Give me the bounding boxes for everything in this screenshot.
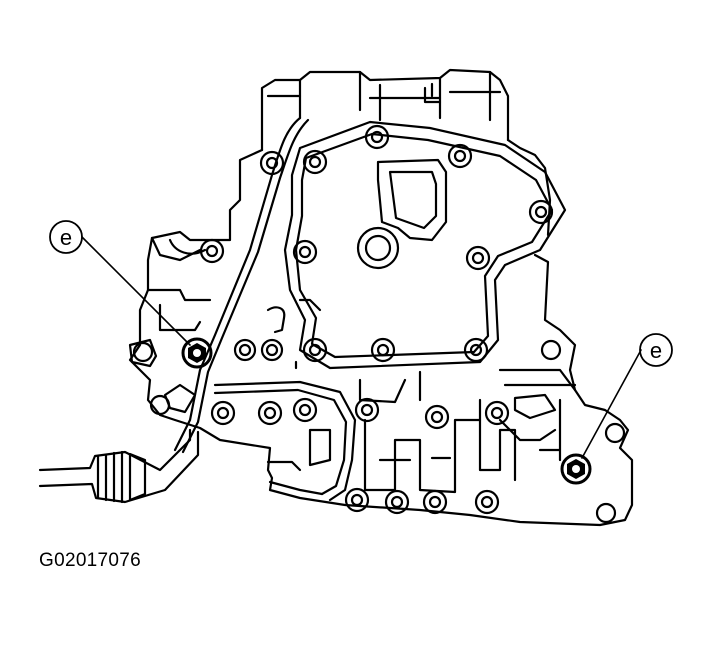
bolt-icon [384, 489, 410, 515]
callout-label-right: e [650, 338, 662, 363]
bolt-icon [257, 400, 283, 426]
valve-body-outline [128, 138, 634, 527]
bolt-icon [474, 489, 500, 515]
bolt-icon [540, 339, 562, 361]
bolt-icon [424, 404, 450, 430]
bolt-icon [302, 337, 328, 363]
bolt-icon [595, 502, 617, 524]
bolt-e-left-icon [181, 337, 213, 369]
gasket-channel [283, 120, 567, 370]
wiring-connector [38, 428, 200, 504]
bolt-icon [233, 338, 257, 362]
bolt-icon [292, 239, 318, 265]
left-side-details [128, 238, 286, 414]
bolt-icon [484, 400, 510, 426]
lower-plate-passages [266, 298, 562, 494]
bolt-icon [604, 422, 626, 444]
bolt-icon [422, 489, 448, 515]
bolt-e-right-icon [560, 453, 592, 485]
bolts [132, 124, 626, 524]
bolt-icon [364, 124, 390, 150]
bolt-icon [259, 150, 285, 176]
bolt-icon [149, 394, 171, 416]
bolt-icon [528, 199, 554, 225]
callout-circle-right [639, 333, 673, 367]
bolt-icon [447, 143, 473, 169]
bolt-icon [302, 149, 328, 175]
figure-code: G02017076 [39, 550, 142, 571]
callout-circle-left [49, 220, 83, 254]
bolt-icon [260, 338, 284, 362]
bolt-icon [210, 400, 236, 426]
bolt-icon [463, 337, 489, 363]
solenoid-housings [260, 68, 510, 152]
bolt-icon [370, 337, 396, 363]
callout-bolts [181, 337, 592, 485]
bolt-icon [199, 238, 225, 264]
bolt-icon [354, 397, 380, 423]
oil-tubes [173, 116, 357, 502]
bolt-icon [292, 397, 318, 423]
bolt-icon [132, 341, 154, 363]
bolt-icon [344, 487, 370, 513]
callout-label-left: e [60, 225, 72, 250]
leader-lines [81, 236, 642, 459]
bolt-icon [465, 245, 491, 271]
